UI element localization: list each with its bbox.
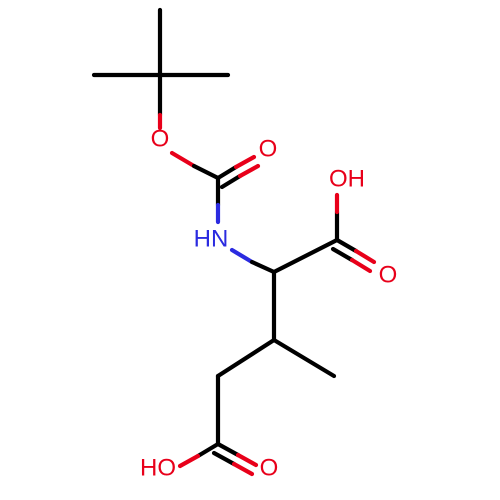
bond-acid-double-2-red (349, 257, 373, 274)
bond-carbamate-double-2 (219, 173, 243, 190)
bond-acid-double-1-red (353, 248, 377, 265)
atom-label-side-chain-carbonyl-oxygen: O (260, 454, 279, 481)
bond-oxygen-to-carbamate (191, 163, 221, 181)
atom-label-alpha-acid-hydroxyl: OH (329, 165, 365, 192)
atom-label-ester-oxygen: O (151, 125, 170, 152)
bond-side-acid-to-hydroxyl (195, 441, 221, 459)
bond-alpha-to-acid-carbon (271, 237, 340, 275)
atom-label-carbamate-carbonyl-oxygen: O (259, 135, 278, 162)
bond-nitrogen-to-alpha-blue (229, 247, 255, 265)
bond-oxygen-to-carbamate-red (169, 150, 197, 169)
bond-carbamate-double-1-red (233, 154, 257, 170)
bond-acid-double-1 (334, 237, 359, 254)
atom-label-alpha-acid-carbonyl-oxygen: O (379, 261, 398, 288)
bond-side-acid-double-1-red (235, 452, 259, 468)
atom-label-amine-nitrogen: HN (194, 225, 229, 252)
bond-side-acid-double-2-red (231, 461, 255, 477)
bond-beta-to-methylene (215, 337, 277, 379)
bond-acid-double-2 (330, 246, 355, 263)
bond-carbamate-double-1 (215, 164, 239, 181)
bond-carbamate-double-2-red (237, 163, 261, 179)
bond-nitrogen-to-alpha (249, 259, 277, 275)
atom-label-side-chain-hydroxyl: HO (140, 454, 176, 481)
bond-side-acid-to-hydroxyl-red (177, 453, 201, 469)
bond-side-acid-double-1 (215, 441, 241, 458)
bond-side-acid-double-2 (211, 450, 237, 467)
bond-beta-to-methyl (271, 337, 337, 379)
